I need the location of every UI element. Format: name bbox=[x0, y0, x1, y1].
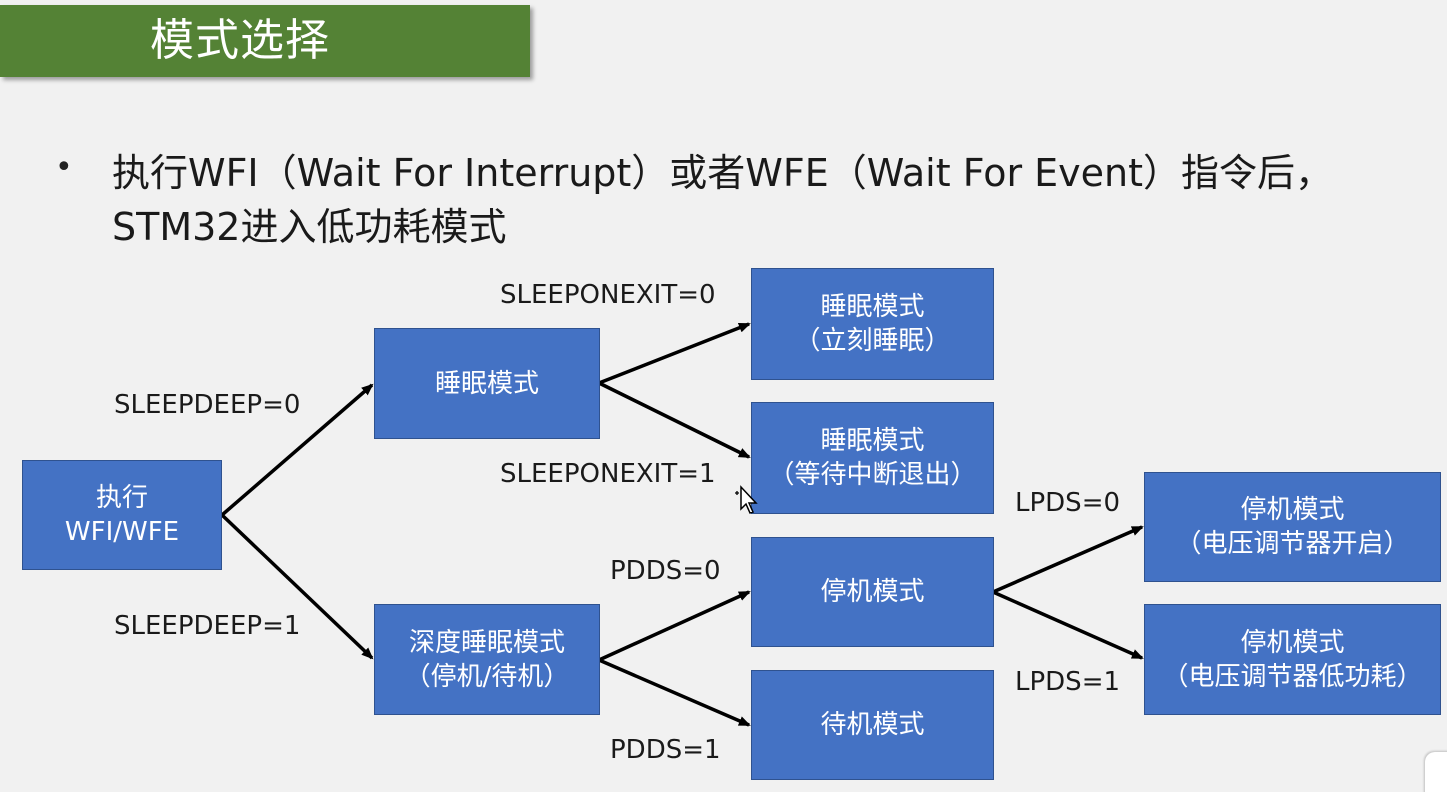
box-stop-line-1: 停机模式 bbox=[820, 577, 925, 607]
title-bar: 模式选择 bbox=[0, 5, 530, 77]
label-sleeponexit-0: SLEEPONEXIT=0 bbox=[500, 280, 716, 310]
arrow-stop-to-regulator-lp bbox=[992, 590, 1144, 660]
box-stop-reg-on-line-1: 停机模式 bbox=[1240, 495, 1345, 525]
box-sleep-now-line-2: （立刻睡眠） bbox=[794, 326, 951, 356]
arrow-sleep-to-sleep-on-exit bbox=[598, 381, 751, 459]
bullet-line-1: 执行WFI（Wait For Interrupt）或者WFE（Wait For … bbox=[112, 151, 1334, 195]
box-sleep-now-line-1: 睡眠模式 bbox=[820, 292, 925, 322]
box-stop-regulator-on: 停机模式 （电压调节器开启） bbox=[1144, 472, 1441, 582]
arrow-deep-to-stop bbox=[598, 590, 751, 662]
box-stop-reg-on-line-2: （电压调节器开启） bbox=[1175, 529, 1410, 559]
label-lpds-1: LPDS=1 bbox=[1015, 667, 1121, 697]
box-standby-line-1: 待机模式 bbox=[820, 710, 925, 740]
box-exec-wfi-wfe: 执行 WFI/WFE bbox=[22, 460, 222, 570]
bullet-icon: • bbox=[55, 150, 73, 185]
label-sleepdeep-0: SLEEPDEEP=0 bbox=[114, 390, 301, 420]
arrow-exec-to-deep-sleep bbox=[220, 513, 374, 660]
label-sleepdeep-1: SLEEPDEEP=1 bbox=[114, 611, 301, 641]
arrow-stop-to-regulator-on bbox=[992, 525, 1144, 594]
label-sleeponexit-1: SLEEPONEXIT=1 bbox=[500, 459, 716, 489]
arrow-deep-to-standby bbox=[598, 658, 751, 727]
box-deep-sleep-line-2: （停机/待机） bbox=[404, 661, 570, 692]
arrow-exec-to-sleep bbox=[220, 383, 374, 517]
bullet-line-2: STM32进入低功耗模式 bbox=[112, 205, 507, 249]
box-exec-line-2: WFI/WFE bbox=[64, 517, 180, 547]
bullet-text: 执行WFI（Wait For Interrupt）或者WFE（Wait For … bbox=[112, 146, 1412, 254]
mouse-cursor-icon bbox=[735, 485, 758, 514]
box-deep-sleep-mode: 深度睡眠模式 （停机/待机） bbox=[374, 604, 600, 715]
box-stop-reg-lp-line-1: 停机模式 bbox=[1240, 627, 1345, 658]
box-sleep-on-exit-line-1: 睡眠模式 bbox=[820, 426, 925, 456]
corner-page-curl bbox=[1425, 752, 1447, 792]
box-sleep-now: 睡眠模式 （立刻睡眠） bbox=[751, 268, 994, 380]
box-standby-mode: 待机模式 bbox=[751, 670, 994, 780]
box-sleep-on-exit: 睡眠模式 （等待中断退出） bbox=[751, 402, 994, 514]
box-sleep-on-exit-line-2: （等待中断退出） bbox=[768, 460, 977, 490]
box-stop-mode: 停机模式 bbox=[751, 537, 994, 647]
box-sleep-mode: 睡眠模式 bbox=[374, 328, 600, 439]
slide-title: 模式选择 bbox=[150, 15, 330, 66]
box-deep-sleep-line-1: 深度睡眠模式 bbox=[408, 627, 565, 658]
label-pdds-0: PDDS=0 bbox=[610, 556, 721, 586]
label-lpds-0: LPDS=0 bbox=[1015, 488, 1121, 518]
arrow-sleep-to-sleep-now bbox=[598, 322, 751, 385]
label-pdds-1: PDDS=1 bbox=[610, 735, 721, 765]
box-stop-regulator-low-power: 停机模式 （电压调节器低功耗） bbox=[1144, 604, 1441, 715]
box-stop-reg-lp-line-2: （电压调节器低功耗） bbox=[1162, 661, 1423, 692]
box-exec-line-1: 执行 bbox=[95, 483, 148, 513]
box-sleep-line-1: 睡眠模式 bbox=[434, 368, 539, 399]
